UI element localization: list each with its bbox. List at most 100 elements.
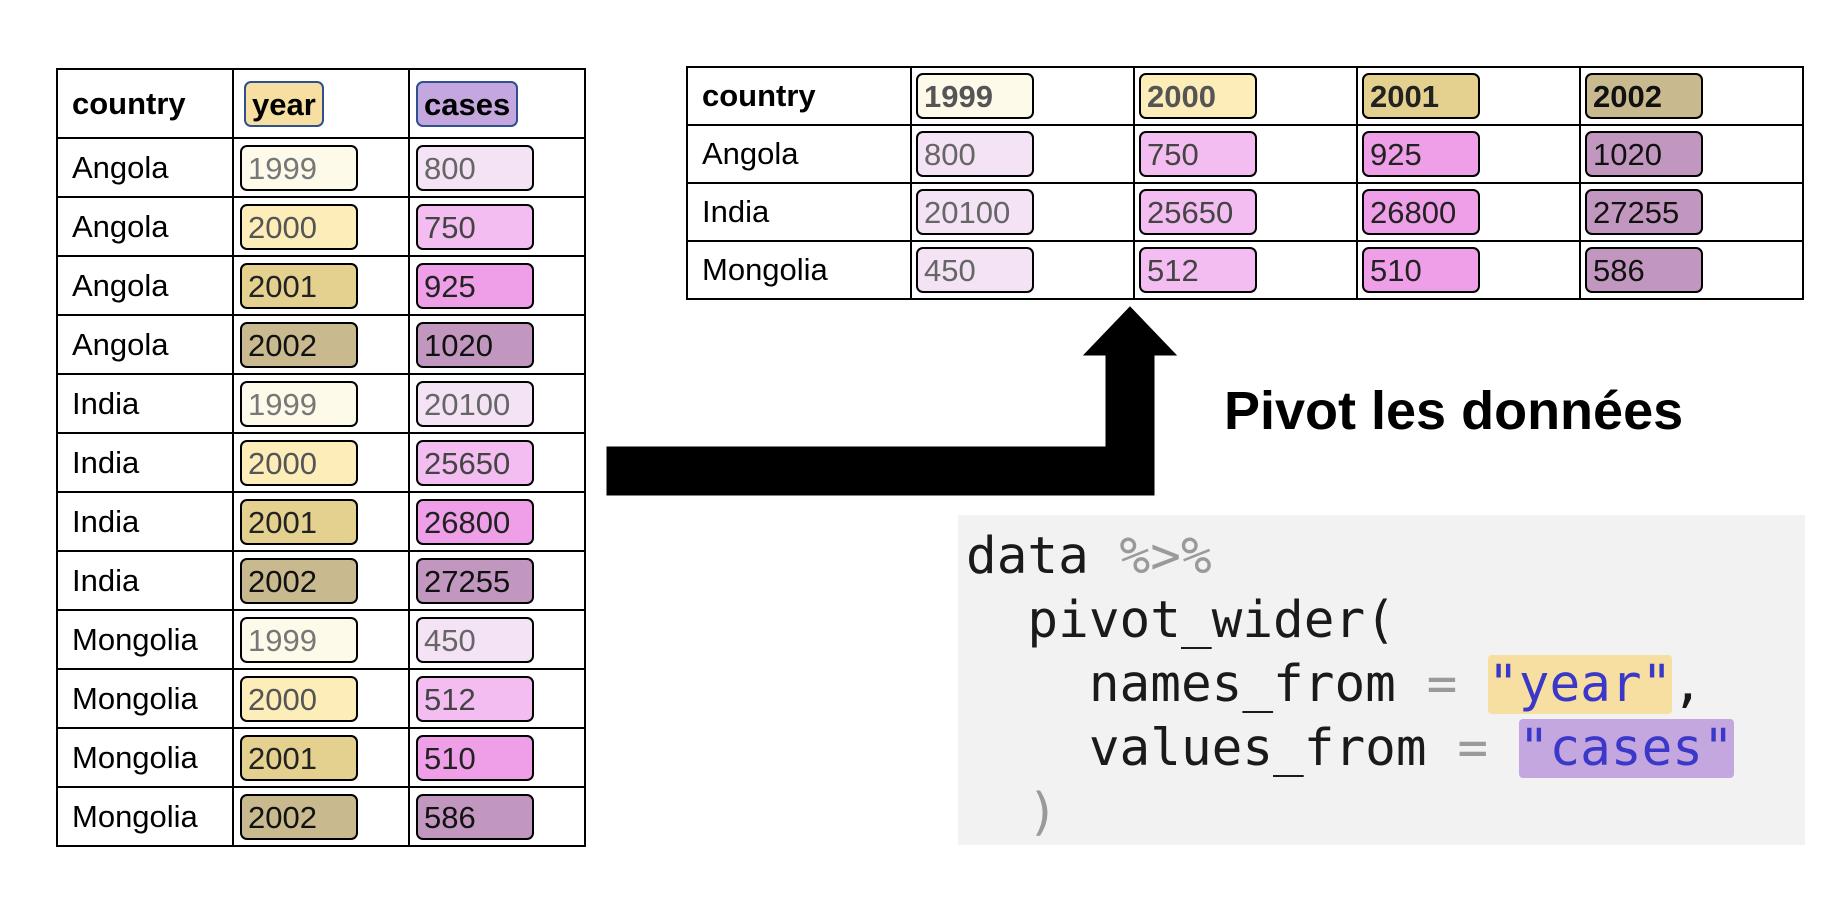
header-cell-year: 2000 xyxy=(1133,66,1358,126)
year-cell: 2002 xyxy=(232,550,410,611)
cases-value-badge: 20100 xyxy=(916,189,1034,235)
country-cell: Angola xyxy=(56,196,234,257)
cases-cell: 586 xyxy=(408,786,586,847)
year-column-badge: 2000 xyxy=(1139,73,1257,119)
cases-value-badge: 25650 xyxy=(1139,189,1257,235)
country-cell: Mongolia xyxy=(56,727,234,788)
code-block: data %>% pivot_wider( names_from = "year… xyxy=(958,515,1805,845)
code-line: values_from = "cases" xyxy=(966,717,1805,781)
country-label: Mongolia xyxy=(72,739,198,775)
country-cell: Angola xyxy=(56,314,234,375)
header-label: country xyxy=(72,85,186,121)
year-value-badge: 2002 xyxy=(240,321,358,368)
cases-cell: 510 xyxy=(1356,240,1581,300)
code-pipe-operator: %>% xyxy=(1119,527,1212,586)
cases-value-badge: 925 xyxy=(416,262,534,309)
code-line: data %>% xyxy=(966,525,1805,589)
year-cell: 2001 xyxy=(232,727,410,788)
cases-value-badge: 27255 xyxy=(1585,189,1703,235)
cases-cell: 450 xyxy=(910,240,1135,300)
cases-cell: 26800 xyxy=(408,491,586,552)
cases-value-badge: 512 xyxy=(1139,247,1257,293)
header-cell-year: 2001 xyxy=(1356,66,1581,126)
cases-cell: 20100 xyxy=(408,373,586,434)
country-label: Angola xyxy=(72,267,169,303)
cases-value-badge: 1020 xyxy=(1585,131,1703,177)
country-cell: India xyxy=(56,373,234,434)
year-column-badge: 2001 xyxy=(1362,73,1480,119)
year-value-badge: 2002 xyxy=(240,793,358,840)
header-label: country xyxy=(702,78,816,113)
cases-value-badge: 800 xyxy=(916,131,1034,177)
year-column-badge: 1999 xyxy=(916,73,1034,119)
code-line: names_from = "year", xyxy=(966,653,1805,717)
cases-cell: 750 xyxy=(408,196,586,257)
header-cell-year: 2002 xyxy=(1579,66,1804,126)
cases-cell: 1020 xyxy=(1579,124,1804,184)
country-label: Angola xyxy=(72,208,169,244)
cases-value-badge: 800 xyxy=(416,144,534,191)
country-label: Mongolia xyxy=(702,252,828,287)
cases-value-badge: 27255 xyxy=(416,557,534,604)
cases-value-badge: 450 xyxy=(916,247,1034,293)
cases-cell: 1020 xyxy=(408,314,586,375)
country-cell: India xyxy=(56,491,234,552)
year-value-badge: 2001 xyxy=(240,734,358,781)
cases-cell: 512 xyxy=(408,668,586,729)
cases-value-badge: 1020 xyxy=(416,321,534,368)
year-value-badge: 2001 xyxy=(240,262,358,309)
cases-cell: 25650 xyxy=(1133,182,1358,242)
year-cell: 2002 xyxy=(232,786,410,847)
country-label: Angola xyxy=(702,136,799,171)
cases-cell: 800 xyxy=(408,137,586,198)
cases-cell: 25650 xyxy=(408,432,586,493)
country-cell: Mongolia xyxy=(56,668,234,729)
arrow-shape xyxy=(606,306,1178,496)
year-header-badge: year xyxy=(244,80,324,127)
country-cell: Mongolia xyxy=(686,240,912,300)
cases-cell: 450 xyxy=(408,609,586,670)
cases-cell: 27255 xyxy=(408,550,586,611)
code-token: data xyxy=(966,527,1089,586)
cases-cell: 510 xyxy=(408,727,586,788)
year-cell: 2000 xyxy=(232,432,410,493)
cases-cell: 586 xyxy=(1579,240,1804,300)
header-cell-cases: cases xyxy=(408,68,586,139)
year-value-badge: 1999 xyxy=(240,616,358,663)
year-cell: 2000 xyxy=(232,196,410,257)
year-cell: 1999 xyxy=(232,137,410,198)
cases-cell: 800 xyxy=(910,124,1135,184)
country-label: India xyxy=(72,503,140,539)
year-cell: 1999 xyxy=(232,373,410,434)
year-cell: 2000 xyxy=(232,668,410,729)
cases-cell: 512 xyxy=(1133,240,1358,300)
header-cell-year: year xyxy=(232,68,410,139)
code-comma: , xyxy=(1672,655,1703,714)
table-row: Angola 2001 925 xyxy=(56,255,586,316)
table-header-row: country 1999 2000 2001 2002 xyxy=(686,66,1804,126)
code-string-cases: "cases" xyxy=(1518,719,1734,778)
year-value-badge: 2000 xyxy=(240,675,358,722)
header-cell-year: 1999 xyxy=(910,66,1135,126)
header-cell-country: country xyxy=(686,66,912,126)
cases-cell: 20100 xyxy=(910,182,1135,242)
country-cell: India xyxy=(686,182,912,242)
pivot-caption: Pivot les données xyxy=(1224,381,1684,441)
code-line: ) xyxy=(966,781,1805,845)
cases-value-badge: 586 xyxy=(416,793,534,840)
year-cell: 2001 xyxy=(232,255,410,316)
country-cell: Angola xyxy=(56,255,234,316)
country-cell: Angola xyxy=(686,124,912,184)
country-cell: India xyxy=(56,432,234,493)
country-label: India xyxy=(72,385,140,421)
